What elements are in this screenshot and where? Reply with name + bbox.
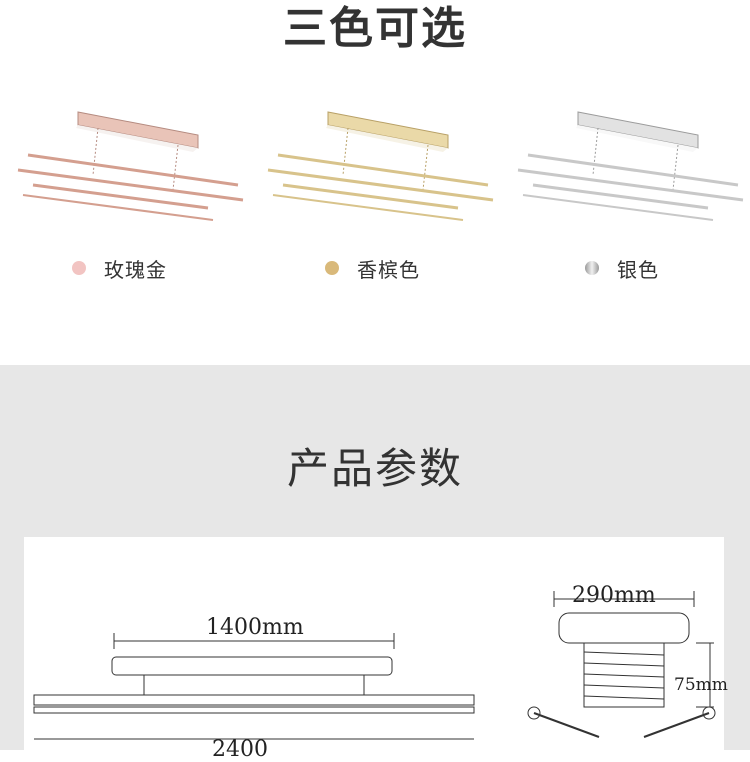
color-options-title: 三色可选 (283, 3, 467, 54)
color-option-silver[interactable]: 银色 (585, 254, 659, 282)
rack-image-champagne (267, 111, 494, 221)
color-label: 香槟色 (357, 257, 420, 282)
side-view-drawing (527, 591, 716, 738)
rack-image-silver (517, 111, 744, 221)
length-top-label: 1400mm (206, 615, 304, 640)
rack-image-rose-gold (17, 111, 244, 221)
color-option-rose-gold[interactable]: 玫瑰金 (72, 254, 167, 282)
color-label: 银色 (617, 257, 659, 282)
champagne-swatch (325, 261, 339, 275)
color-options-section: 三色可选 玫瑰金 香槟色 (0, 0, 750, 365)
params-title: 产品参数 (286, 444, 463, 493)
rose-gold-swatch (72, 261, 86, 275)
silver-swatch (585, 261, 599, 275)
color-option-champagne[interactable]: 香槟色 (325, 254, 420, 282)
dimension-drawing-panel: 1400mm 2400 290mm 75mm (24, 537, 728, 762)
color-label: 玫瑰金 (104, 257, 167, 282)
front-view-drawing (33, 633, 475, 740)
height-label: 75mm (674, 675, 728, 695)
width-label: 290mm (572, 583, 656, 608)
